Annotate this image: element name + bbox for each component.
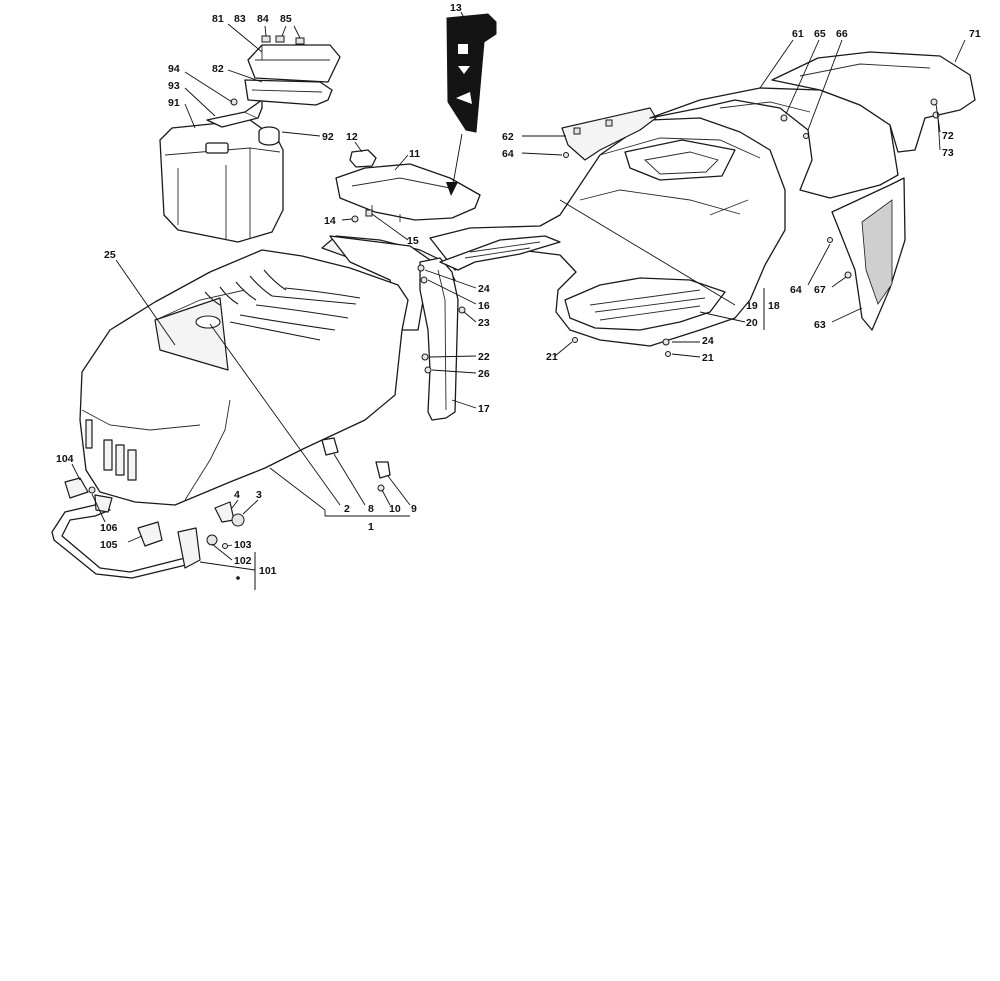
label-61: 61: [792, 28, 804, 40]
label-81: 81: [212, 13, 224, 25]
label-15: 15: [407, 235, 419, 247]
label-26: 26: [478, 368, 490, 380]
label-65: 65: [814, 28, 826, 40]
label-106: 106: [100, 522, 118, 534]
seat-switch: [349, 149, 377, 168]
battery-box: [247, 35, 341, 83]
label-92: 92: [322, 131, 334, 143]
fuel-cap: [258, 126, 280, 146]
label-13: 13: [450, 2, 462, 14]
label-64a: 64: [502, 148, 514, 160]
label-22: 22: [478, 351, 490, 363]
label-101: 101: [259, 565, 277, 577]
label-8: 8: [368, 503, 374, 515]
label-104: 104: [56, 453, 74, 465]
rear-cover-panel: [649, 87, 899, 199]
steering-column-cover: [419, 257, 459, 421]
label-2: 2: [344, 503, 350, 515]
label-105: 105: [100, 539, 118, 551]
label-72: 72: [942, 130, 954, 142]
label-91: 91: [168, 97, 180, 109]
footrest-mat-left: [439, 235, 561, 271]
label-10: 10: [389, 503, 401, 515]
engine-hood: [79, 249, 409, 506]
label-11: 11: [409, 148, 420, 160]
rear-grille: [831, 177, 906, 331]
label-85: 85: [280, 13, 292, 25]
label-103: 103: [234, 539, 252, 551]
label-9: 9: [411, 503, 417, 515]
label-3: 3: [256, 489, 262, 501]
label-17: 17: [478, 403, 490, 415]
small-hardware: [88, 98, 940, 494]
label-83: 83: [234, 13, 246, 25]
label-12: 12: [346, 131, 358, 143]
label-82: 82: [212, 63, 224, 75]
label-14: 14: [324, 215, 336, 227]
label-63: 63: [814, 319, 826, 331]
label-62: 62: [502, 131, 514, 143]
leader-lines: [71, 11, 966, 590]
label-23: 23: [478, 317, 490, 329]
fuel-tank: [159, 119, 284, 243]
rear-cover-top: [771, 51, 976, 153]
label-16: 16: [478, 300, 490, 312]
label-24a: 24: [478, 283, 490, 295]
label-1: 1: [368, 521, 374, 533]
label-18: 18: [768, 300, 780, 312]
label-21a: 21: [546, 351, 558, 363]
battery-tray: [244, 79, 333, 106]
label-21b: 21: [702, 352, 714, 364]
label-20: 20: [746, 317, 758, 329]
seat-plate: [335, 163, 481, 222]
fuel-bracket: [206, 98, 263, 128]
label-102: 102: [234, 555, 252, 567]
part-labels: 81 83 84 85 82 94 93 91 92 12 11 13 14 1…: [56, 2, 981, 577]
label-73: 73: [942, 147, 954, 159]
left-side-panel: [561, 107, 657, 161]
label-4: 4: [234, 489, 240, 501]
label-19: 19: [746, 300, 758, 312]
decal-panel: [446, 13, 497, 133]
front-bumper-bar: [51, 504, 191, 579]
footrest-mat-right: [564, 277, 726, 331]
label-25: 25: [104, 249, 116, 261]
label-66: 66: [836, 28, 848, 40]
label-24b: 24: [702, 335, 714, 347]
label-93: 93: [168, 80, 180, 92]
hood-bump-stop-2: [375, 461, 391, 479]
label-64b: 64: [790, 284, 802, 296]
hinge-bracket: [64, 477, 245, 580]
label-84: 84: [257, 13, 269, 25]
label-67: 67: [814, 284, 826, 296]
hood-bump-stop: [321, 437, 339, 456]
label-71: 71: [969, 28, 981, 40]
label-94: 94: [168, 63, 180, 75]
